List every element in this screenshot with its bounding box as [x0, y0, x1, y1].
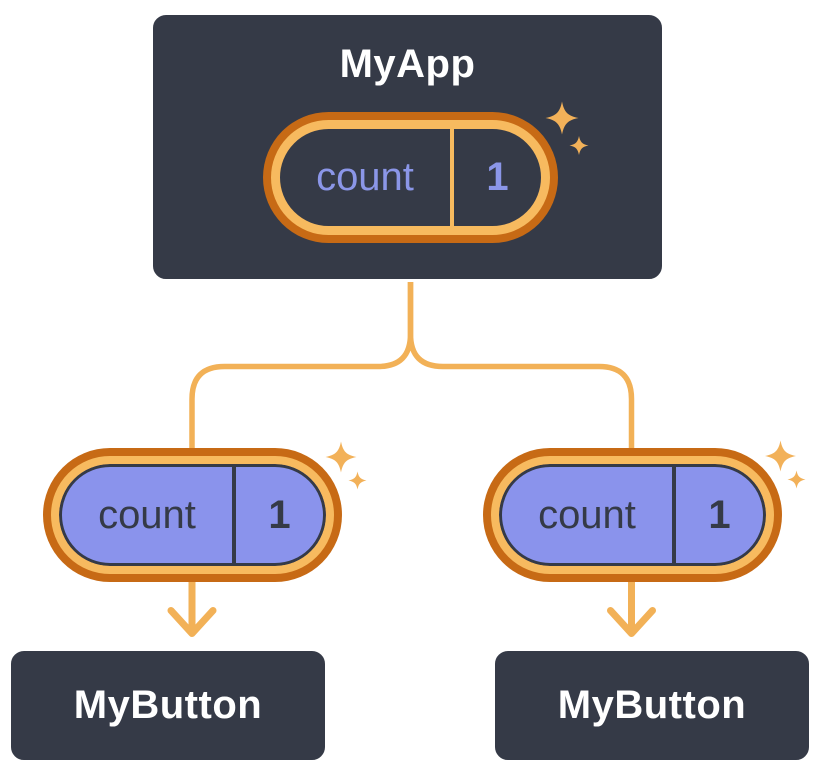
component-title-mybutton-left: MyButton — [73, 683, 263, 727]
component-title-mybutton-right: MyButton — [557, 683, 747, 727]
state-pill-root: count 1 — [271, 120, 550, 235]
connector-root-to-left-child — [189, 276, 414, 452]
state-pill-left-child: count 1 — [51, 456, 334, 574]
state-value: 1 — [268, 492, 291, 537]
component-title-myapp: MyApp — [339, 42, 476, 86]
state-name-label: count — [316, 155, 414, 199]
arrow-left-pill-to-button — [167, 576, 217, 637]
state-pill-left-body: count 1 — [59, 464, 326, 566]
state-pill-divider — [672, 467, 676, 563]
sparkle-icon-left-child — [325, 441, 367, 490]
state-name-label: count — [98, 492, 196, 537]
state-pill-right-child: count 1 — [491, 456, 774, 574]
arrow-right-pill-to-button — [607, 576, 656, 637]
connector-root-to-right-child — [407, 276, 635, 452]
state-name-label: count — [538, 492, 636, 537]
state-value: 1 — [708, 492, 731, 537]
sparkle-icon-right-child — [765, 440, 806, 489]
state-value: 1 — [486, 155, 509, 199]
component-card-mybutton-right: MyButton — [492, 648, 812, 763]
state-pill-root-body: count 1 — [280, 129, 541, 226]
state-pill-right-body: count 1 — [499, 464, 766, 566]
state-pill-divider — [450, 129, 454, 226]
component-card-mybutton-left: MyButton — [8, 648, 328, 763]
state-pill-divider — [232, 467, 236, 563]
